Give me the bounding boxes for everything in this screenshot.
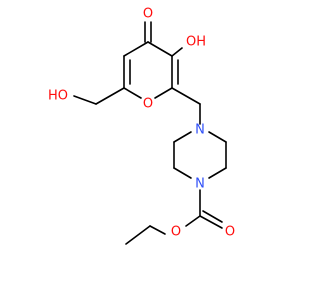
bond-n-c-right-top — [208, 131, 227, 143]
bond-c2-ch2 — [171, 87, 201, 105]
bond-ccarbonyl-oester — [185, 215, 201, 227]
piperazine-nitrogen-top: N — [195, 123, 205, 138]
hydroxymethyl-group: HO — [48, 89, 68, 104]
bond-n-c-left-bottom — [173, 167, 192, 179]
bond-oester-ch2 — [149, 225, 166, 235]
structure-diagram: O OH O HO N N O O — [48, 7, 235, 245]
piperazine-nitrogen-bottom: N — [195, 177, 205, 192]
bond-c2-o1 — [154, 87, 173, 99]
bond-c-n-left-top — [173, 131, 192, 143]
bond-c6-ch2 — [95, 87, 125, 105]
bond-ch2-oh — [73, 95, 97, 105]
bond-c3-oh — [171, 47, 183, 57]
bond-ch2-ch3 — [125, 225, 151, 245]
ring-oxygen: O — [143, 97, 153, 112]
bond-o1-c6 — [123, 87, 142, 99]
molecule-canvas: O OH O HO N N O O — [48, 7, 235, 245]
bond-ccarbonyl-odouble — [199, 215, 223, 229]
hydroxy-group: OH — [186, 35, 206, 50]
carbamate-oxygen-double: O — [225, 225, 235, 240]
bond-c5-c4 — [123, 41, 149, 57]
bond-c-n-right-bottom — [208, 167, 227, 179]
bond-c4-c3 — [147, 41, 173, 57]
bond-ccarbonyl-odouble-2 — [202, 210, 223, 223]
carbamate-oxygen-ester: O — [171, 225, 181, 240]
carbonyl-oxygen: O — [143, 7, 153, 22]
